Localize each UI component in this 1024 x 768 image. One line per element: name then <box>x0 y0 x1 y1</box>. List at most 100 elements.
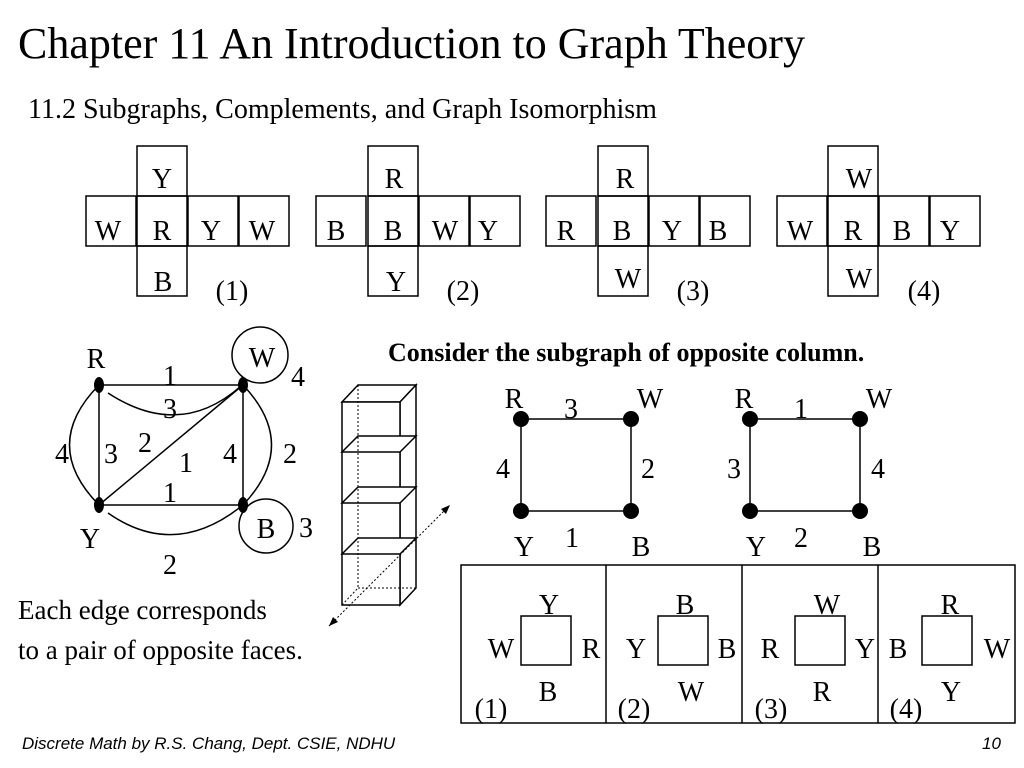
face-label: W <box>95 216 122 247</box>
cube-number-label: (1) <box>475 694 508 725</box>
face-label: B <box>709 216 728 247</box>
face-label: Y <box>152 164 172 195</box>
edge-label: 4 <box>871 454 885 485</box>
edge-label: 3 <box>564 394 578 425</box>
vertex-label: Y <box>80 524 100 555</box>
edge-label: 1 <box>565 523 579 554</box>
footer-credit: Discrete Math by R.S. Chang, Dept. CSIE,… <box>22 734 396 753</box>
edge-label: 4 <box>291 362 305 393</box>
cube-net-3-labels: R R B Y B W (3) <box>557 164 728 307</box>
vertex-label: B <box>257 514 276 545</box>
face-label: R <box>385 164 404 195</box>
face-label: B <box>676 590 695 621</box>
face-label: Y <box>478 216 498 247</box>
edge-label: 1 <box>163 478 177 509</box>
face-label: W <box>846 264 873 295</box>
cube-face-square <box>657 615 709 666</box>
multigraph-labels: R W Y B 1 3 4 4 3 2 1 4 2 1 3 2 <box>55 343 313 581</box>
edge-label: 3 <box>104 439 118 470</box>
face-label: W <box>249 216 276 247</box>
edge-label: 2 <box>163 550 177 581</box>
face-label: R <box>616 164 635 195</box>
cube-number-label: (2) <box>618 694 651 725</box>
graph-vertex <box>742 503 758 519</box>
face-label: R <box>582 634 601 665</box>
caption-line: to a pair of opposite faces. <box>18 635 303 665</box>
graph-vertex <box>623 411 639 427</box>
edge-label: 2 <box>283 439 297 470</box>
face-label: B <box>384 216 403 247</box>
face-label: B <box>154 267 173 298</box>
stacked-cubes <box>340 383 418 607</box>
graph-edge <box>107 385 242 416</box>
edge-label: 4 <box>55 439 69 470</box>
graph-vertex <box>513 503 529 519</box>
graph-vertex <box>623 503 639 519</box>
graph-vertex <box>94 377 104 393</box>
edge-label: 1 <box>794 394 808 425</box>
edge-label: 4 <box>223 439 237 470</box>
face-label: R <box>153 216 172 247</box>
subgraph-2-vertices <box>742 411 868 519</box>
cube-net-2 <box>315 145 521 297</box>
stacked-cubes-hidden-edges <box>328 385 451 627</box>
cube-face-square <box>520 615 572 666</box>
caption: Each edge corresponds to a pair of oppos… <box>18 590 303 670</box>
face-label: R <box>844 216 863 247</box>
face-label: Y <box>626 634 646 665</box>
vertex-label: R <box>505 384 524 415</box>
face-label: B <box>889 634 908 665</box>
face-label: W <box>787 216 814 247</box>
graph-vertex <box>238 497 248 513</box>
vertex-label: R <box>735 384 754 415</box>
cube-net-1 <box>85 145 290 297</box>
cube-net-1-labels: Y W R Y W B (1) <box>95 164 276 307</box>
cube-number-label: (2) <box>447 276 480 307</box>
caption-line: Each edge corresponds <box>18 595 267 625</box>
graph-vertex <box>852 503 868 519</box>
face-label: W <box>488 634 515 665</box>
face-label: Y <box>539 590 559 621</box>
subgraph-2 <box>749 418 861 512</box>
vertex-highlight-circle <box>231 326 289 384</box>
graph-edge <box>107 504 244 536</box>
cube-face-square <box>794 615 846 666</box>
cube-number-label: (4) <box>890 694 923 725</box>
face-label: W <box>678 677 705 708</box>
face-label: Y <box>201 216 221 247</box>
face-label: R <box>813 677 832 708</box>
section-heading: Consider the subgraph of opposite column… <box>388 338 865 367</box>
vertex-label: Y <box>514 532 534 563</box>
edge-label: 2 <box>641 454 655 485</box>
face-label: Y <box>941 677 961 708</box>
edge-label: 3 <box>299 513 313 544</box>
face-label: B <box>893 216 912 247</box>
face-label: W <box>846 164 873 195</box>
cube-net-2-labels: R B B W Y Y (2) <box>327 164 498 307</box>
face-label: W <box>432 216 459 247</box>
face-label: W <box>814 590 841 621</box>
edge-label: 1 <box>163 361 177 392</box>
face-label: R <box>941 590 960 621</box>
face-label: B <box>539 677 558 708</box>
cube-net-4 <box>776 145 981 297</box>
vertex-label: W <box>637 384 664 415</box>
subgraph-1 <box>520 418 632 512</box>
face-label: Y <box>662 216 682 247</box>
pointer-arrowheads <box>329 505 450 626</box>
face-label: B <box>613 216 632 247</box>
stacking-table <box>460 564 1016 724</box>
subgraph-2-labels: R W Y B 1 3 4 2 <box>727 384 893 563</box>
face-label: B <box>718 634 737 665</box>
graph-vertex <box>94 497 104 513</box>
cube-net-3 <box>545 145 751 297</box>
edge-label: 2 <box>138 428 152 459</box>
edge-label: 3 <box>163 394 177 425</box>
subgraph-1-labels: R W Y B 3 4 2 1 <box>496 384 664 563</box>
face-label: Y <box>855 634 875 665</box>
slide-title: Chapter 11 An Introduction to Graph Theo… <box>18 19 805 68</box>
graph-edge <box>242 384 273 506</box>
graph-vertex <box>742 411 758 427</box>
graph-vertex <box>852 411 868 427</box>
